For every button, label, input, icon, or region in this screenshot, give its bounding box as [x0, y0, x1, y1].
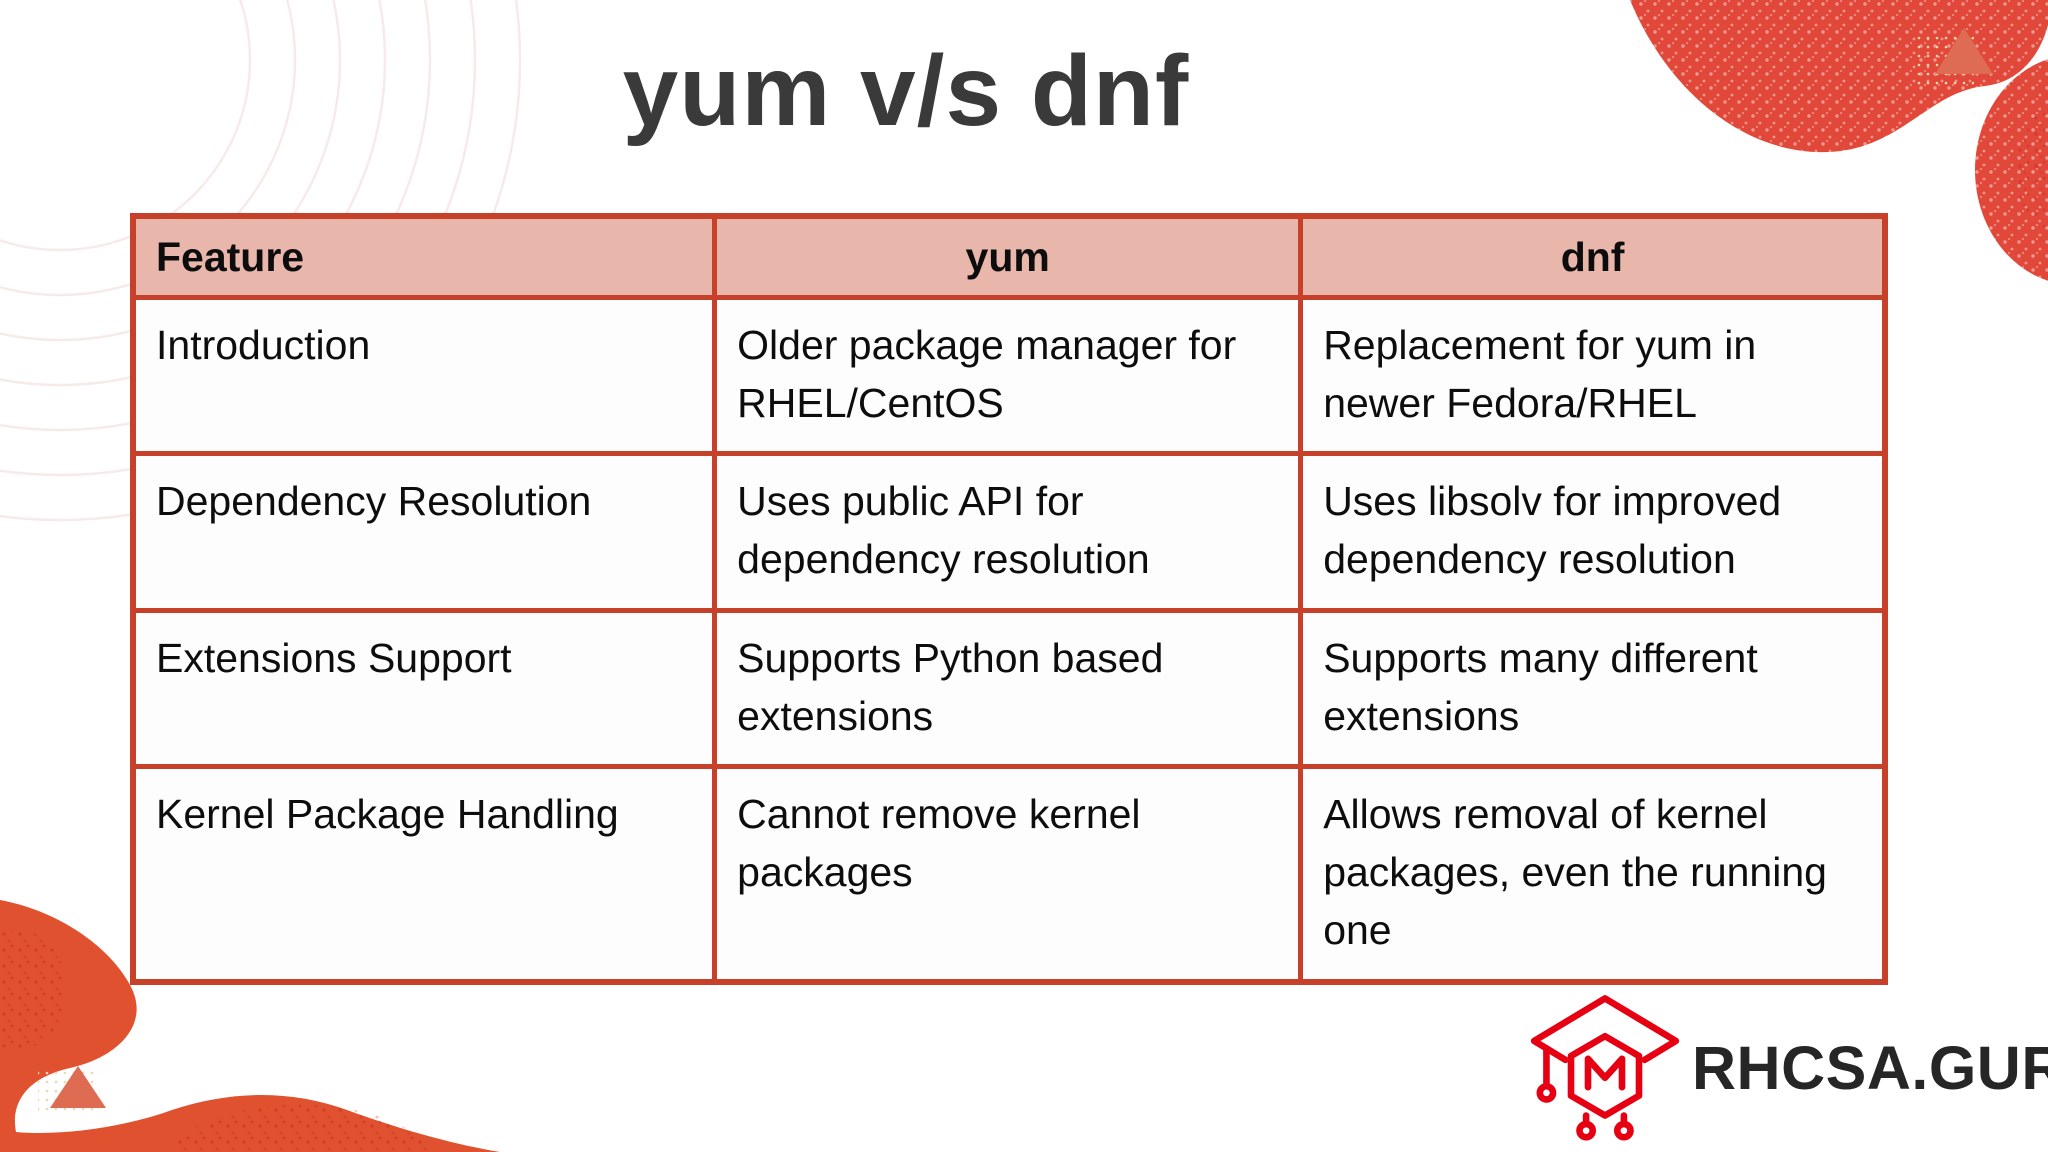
- cell-feature: Extensions Support: [130, 608, 718, 769]
- cell-yum: Uses public API for dependency resolutio…: [712, 451, 1304, 613]
- page-title: yum v/s dnf: [622, 35, 1190, 147]
- cell-yum: Older package manager for RHEL/CentOS: [712, 295, 1304, 456]
- table-row: Extensions Support Supports Python based…: [130, 608, 1888, 769]
- header-feature: Feature: [130, 213, 718, 300]
- comparison-table: Feature yum dnf Introduction Older packa…: [130, 213, 1888, 985]
- triangle-accent-bottom-left: [50, 1066, 106, 1108]
- cell-feature: Kernel Package Handling: [130, 764, 718, 985]
- graduation-cap-circuit-icon: [1530, 995, 1680, 1141]
- cell-feature: Dependency Resolution: [130, 451, 718, 613]
- cell-dnf: Replacement for yum in newer Fedora/RHEL: [1298, 295, 1888, 456]
- cell-dnf: Supports many different extensions: [1298, 608, 1888, 769]
- slide-title-row: yum v/s dnf: [0, 34, 2048, 149]
- header-dnf: dnf: [1298, 213, 1888, 300]
- dot-grid-bottom-left: [38, 1068, 100, 1114]
- cell-dnf: Uses libsolv for improved dependency res…: [1298, 451, 1888, 613]
- table-row: Kernel Package Handling Cannot remove ke…: [130, 764, 1888, 985]
- cell-yum: Cannot remove kernel packages: [712, 764, 1304, 985]
- table-header-row: Feature yum dnf: [130, 213, 1888, 300]
- rhcsa-guru-logo: RHCSA.GURU: [1520, 985, 2048, 1145]
- cell-dnf: Allows removal of kernel packages, even …: [1298, 764, 1888, 985]
- table-row: Introduction Older package manager for R…: [130, 295, 1888, 456]
- table-row: Dependency Resolution Uses public API fo…: [130, 451, 1888, 613]
- logo-text: RHCSA.GURU: [1692, 1034, 2048, 1102]
- cell-feature: Introduction: [130, 295, 718, 456]
- header-yum: yum: [712, 213, 1304, 300]
- cell-yum: Supports Python based extensions: [712, 608, 1304, 769]
